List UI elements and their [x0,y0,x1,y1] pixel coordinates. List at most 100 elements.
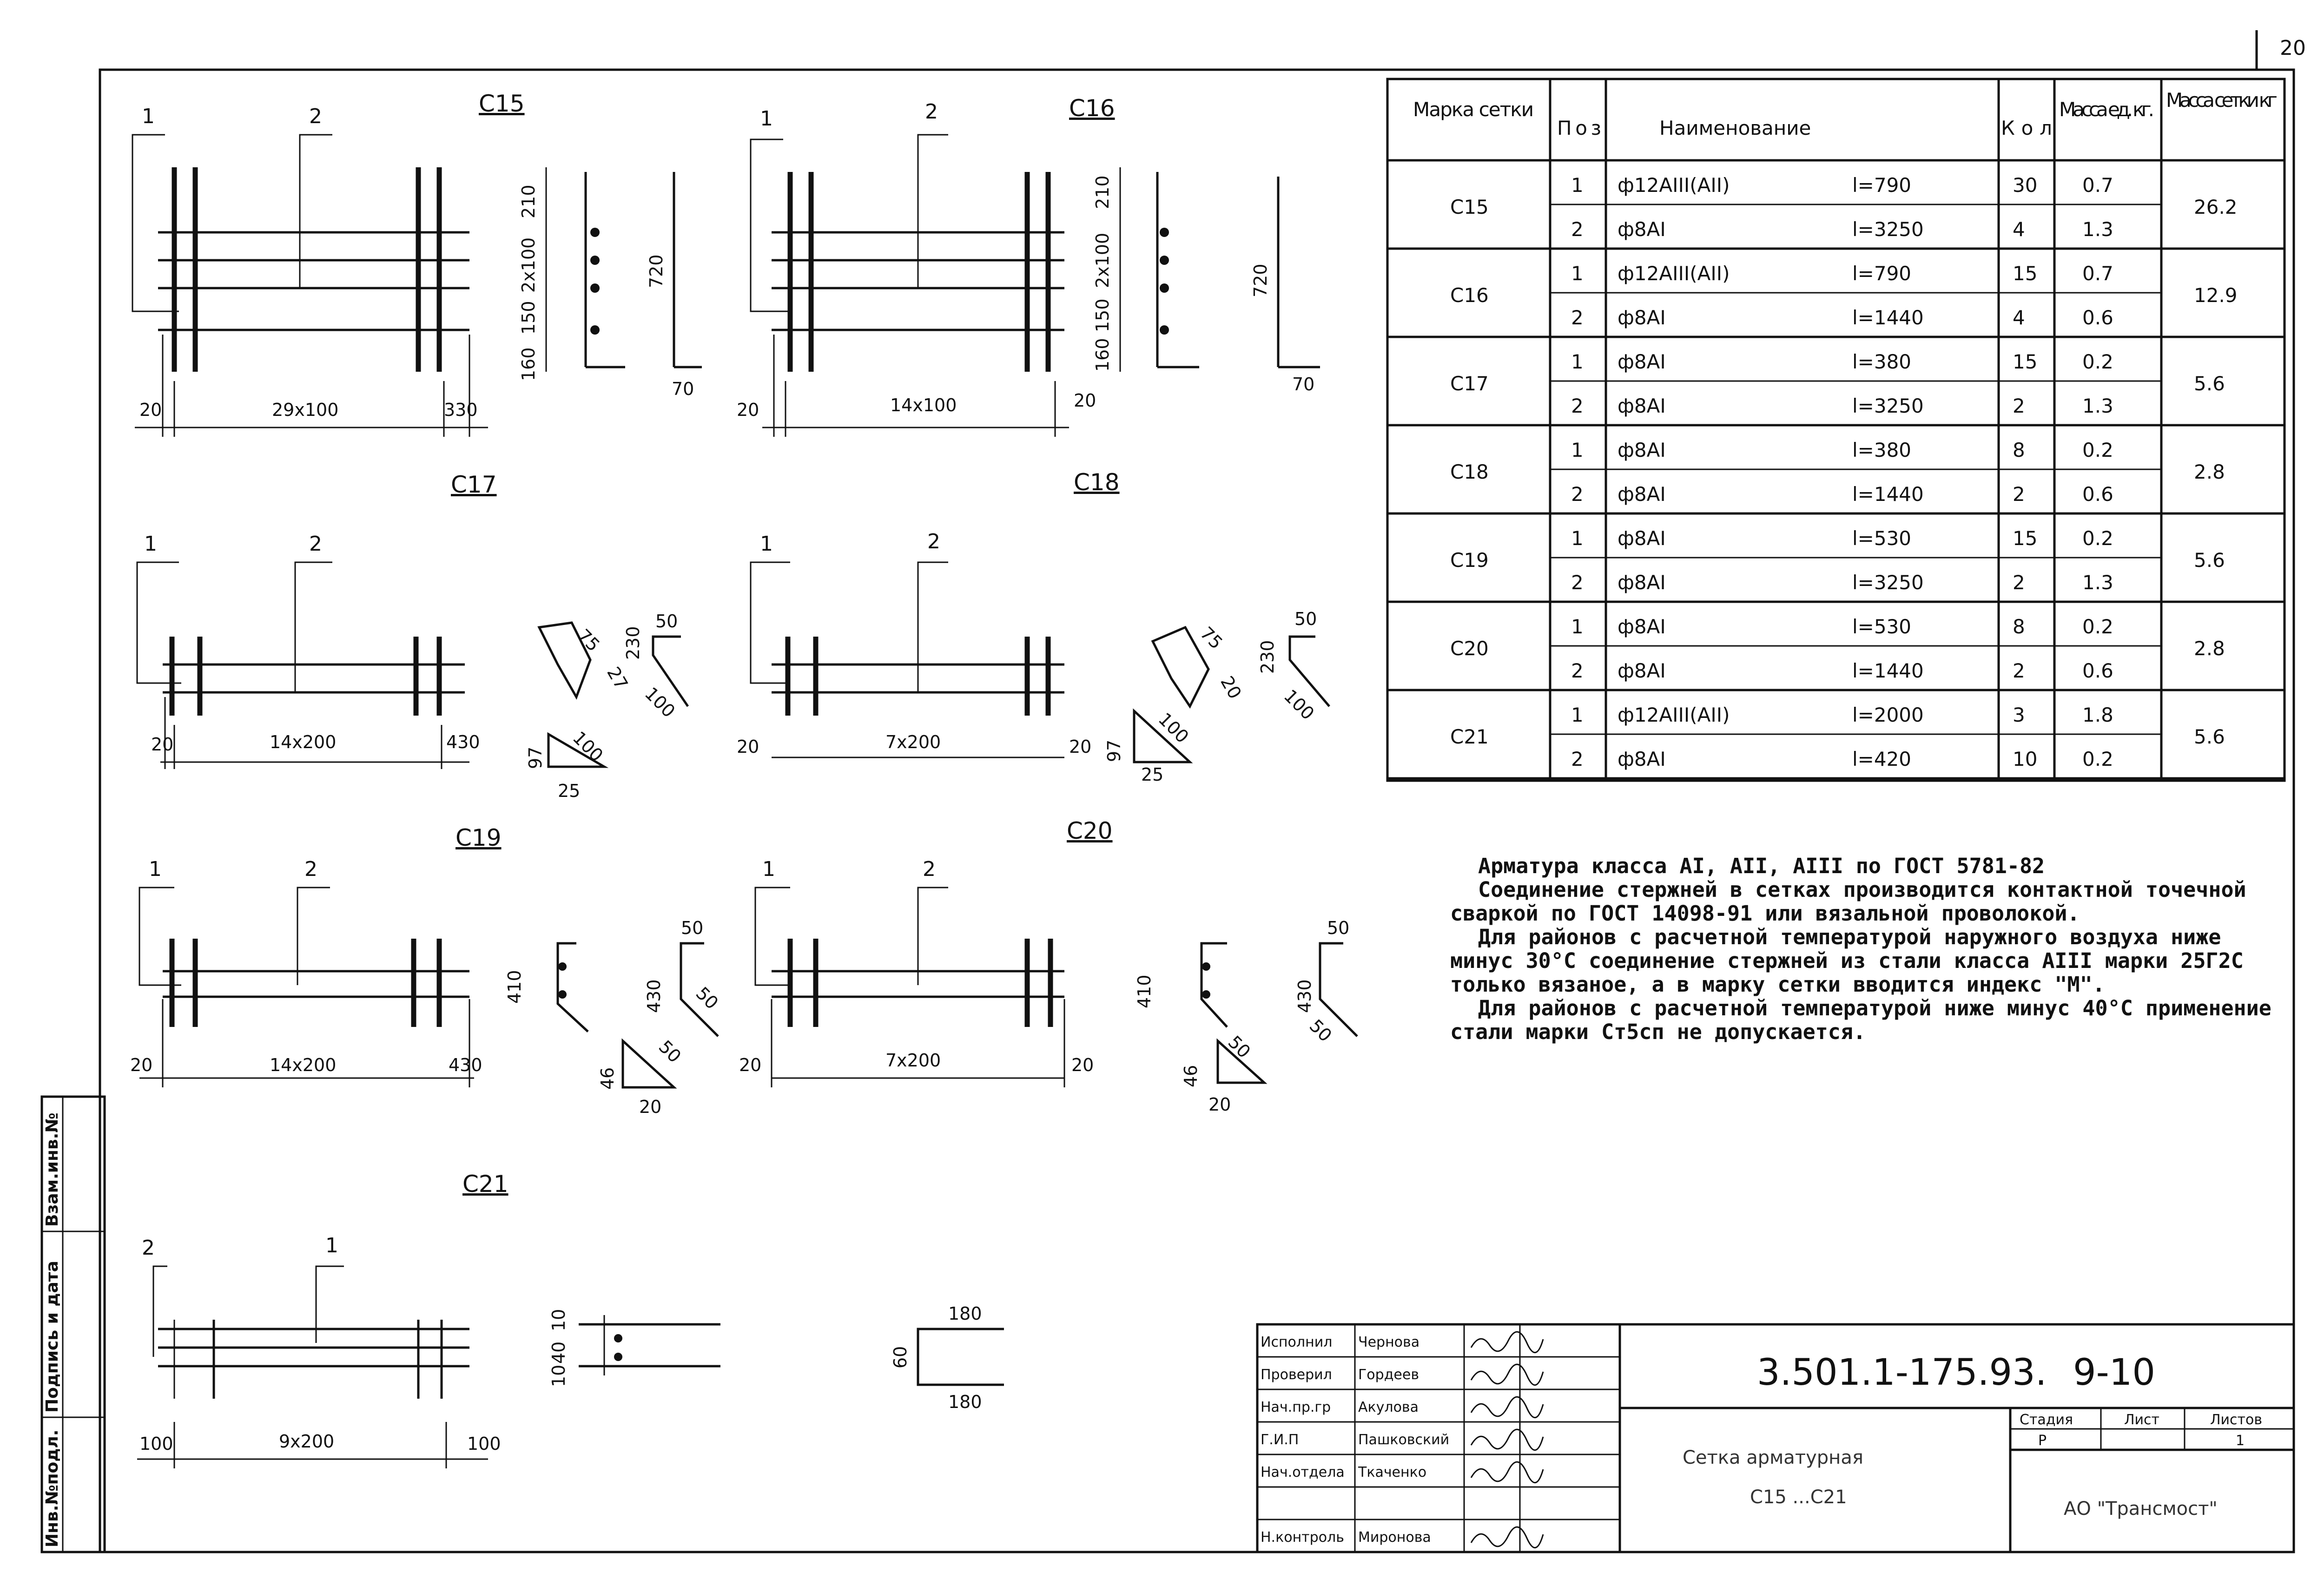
row-mark: С17 [1450,372,1489,395]
row-qty: 15 [2013,527,2037,550]
dim-label: 210 [518,184,539,218]
pos-label: 2 [927,530,940,553]
dim-label: 2х100 [1092,233,1113,288]
row-length: l=1440 [1852,659,1924,682]
col-mesh-mass-header: Масса сетки кг [2166,89,2278,112]
row-pos: 1 [1571,704,1584,726]
signature [1470,1428,1544,1451]
dim-label: 100 [641,683,679,721]
row-length: l=790 [1852,262,1911,285]
drawing-c15: С15 1 2 20 29х100 330 160 150 2х100 210 … [132,90,702,437]
row-pos: 1 [1571,527,1584,550]
stamp-person: Ткаченко [1358,1464,1426,1480]
row-name: ф8АI [1618,571,1666,594]
row-qty: 8 [2013,439,2025,461]
row-length: l=3250 [1852,571,1924,594]
row-unit-mass: 0.2 [2082,439,2113,461]
row-pos: 2 [1571,483,1584,506]
dim-label: 9х200 [279,1431,334,1452]
dim-label: 50 [655,1036,685,1066]
dim-label: 20 [737,737,759,757]
row-mesh-mass: 26.2 [2194,196,2238,218]
signature [1470,1526,1544,1548]
pos-label: 1 [325,1234,338,1257]
dim-label: 20 [1074,390,1096,411]
dim-label: 25 [558,781,580,801]
dim-label: 180 [948,1392,982,1412]
mark-label: С21 [462,1171,508,1197]
row-qty: 2 [2013,483,2025,506]
dim-label: 50 [1306,1015,1336,1046]
dim-label: 100 [139,1434,173,1454]
stamp-person: Миронова [1358,1529,1431,1546]
pos-label: 2 [309,105,322,128]
dim-label: 14х200 [270,732,336,752]
stamp-role: Проверил [1261,1367,1332,1383]
row-qty: 2 [2013,571,2025,594]
dim-label: 20 [1069,737,1091,757]
pos-label: 1 [144,532,157,556]
stamp-role: Исполнил [1261,1334,1332,1350]
row-mesh-mass: 12.9 [2194,284,2238,307]
dim-label: 50 [1224,1032,1254,1062]
dim-label: 60 [890,1346,911,1368]
dim-label: 29х100 [272,400,338,420]
org-name: АО "Трансмост" [2064,1498,2218,1520]
note-line: Для районов с расчетной температурой ниж… [1450,996,2271,1044]
dim-label: 70 [1292,374,1314,395]
row-qty: 4 [2013,306,2025,329]
dim-label: 75 [1196,623,1227,653]
row-name: ф8АI [1618,395,1666,417]
doc-pages: 9-10 [2073,1352,2155,1394]
dim-label: 20 [1216,673,1245,703]
note-line: Для районов с расчетной температурой нар… [1450,925,2244,997]
pos-label: 1 [760,532,773,556]
row-length: l=3250 [1852,395,1924,417]
dim-label: 160 [518,347,539,381]
dim-label: 27 [603,664,632,693]
signature [1470,1461,1544,1483]
row-length: l=2000 [1852,704,1924,726]
col-qty-header: Кол [2001,117,2052,139]
dim-label: 20 [151,734,173,755]
row-length: l=530 [1852,615,1911,638]
row-name: ф8АI [1618,350,1666,373]
sheet-frame [99,68,2295,1553]
pos-label: 1 [149,857,162,881]
dim-label: 20 [130,1055,152,1075]
row-qty: 15 [2013,262,2037,285]
row-length: l=380 [1852,439,1911,461]
row-unit-mass: 0.6 [2082,659,2113,682]
dim-label: 20 [1071,1055,1094,1075]
row-mesh-mass: 2.8 [2194,460,2225,483]
mark-label: С17 [451,471,497,498]
stamp-person: Чернова [1358,1334,1419,1350]
row-length: l=420 [1852,748,1911,770]
row-mesh-mass: 5.6 [2194,725,2225,748]
row-qty: 4 [2013,218,2025,241]
col-name-header: Наименование [1659,117,1811,139]
dim-label: 100 [569,727,607,765]
dim-label: 20 [739,1055,761,1075]
dim-label: 97 [525,747,546,769]
signature [1470,1363,1544,1386]
dim-label: 97 [1104,740,1124,762]
row-unit-mass: 1.3 [2082,571,2113,594]
row-qty: 2 [2013,659,2025,682]
col-pos-header: Поз [1557,117,1601,139]
dim-label: 150 [1092,298,1113,332]
row-mesh-mass: 2.8 [2194,637,2225,660]
signature [1470,1396,1544,1418]
dim-label: 100 [467,1434,501,1454]
dim-label: 430 [449,1055,482,1075]
mark-label: С19 [456,824,502,851]
dim-label: 14х200 [270,1055,336,1075]
stamp-person: Акулова [1358,1399,1419,1415]
dim-label: 20 [139,400,162,420]
row-qty: 15 [2013,350,2037,373]
pos-label: 2 [142,1236,155,1260]
dim-label: 430 [644,979,664,1013]
dim-label: 20 [1208,1094,1231,1115]
row-mark: С15 [1450,196,1489,218]
